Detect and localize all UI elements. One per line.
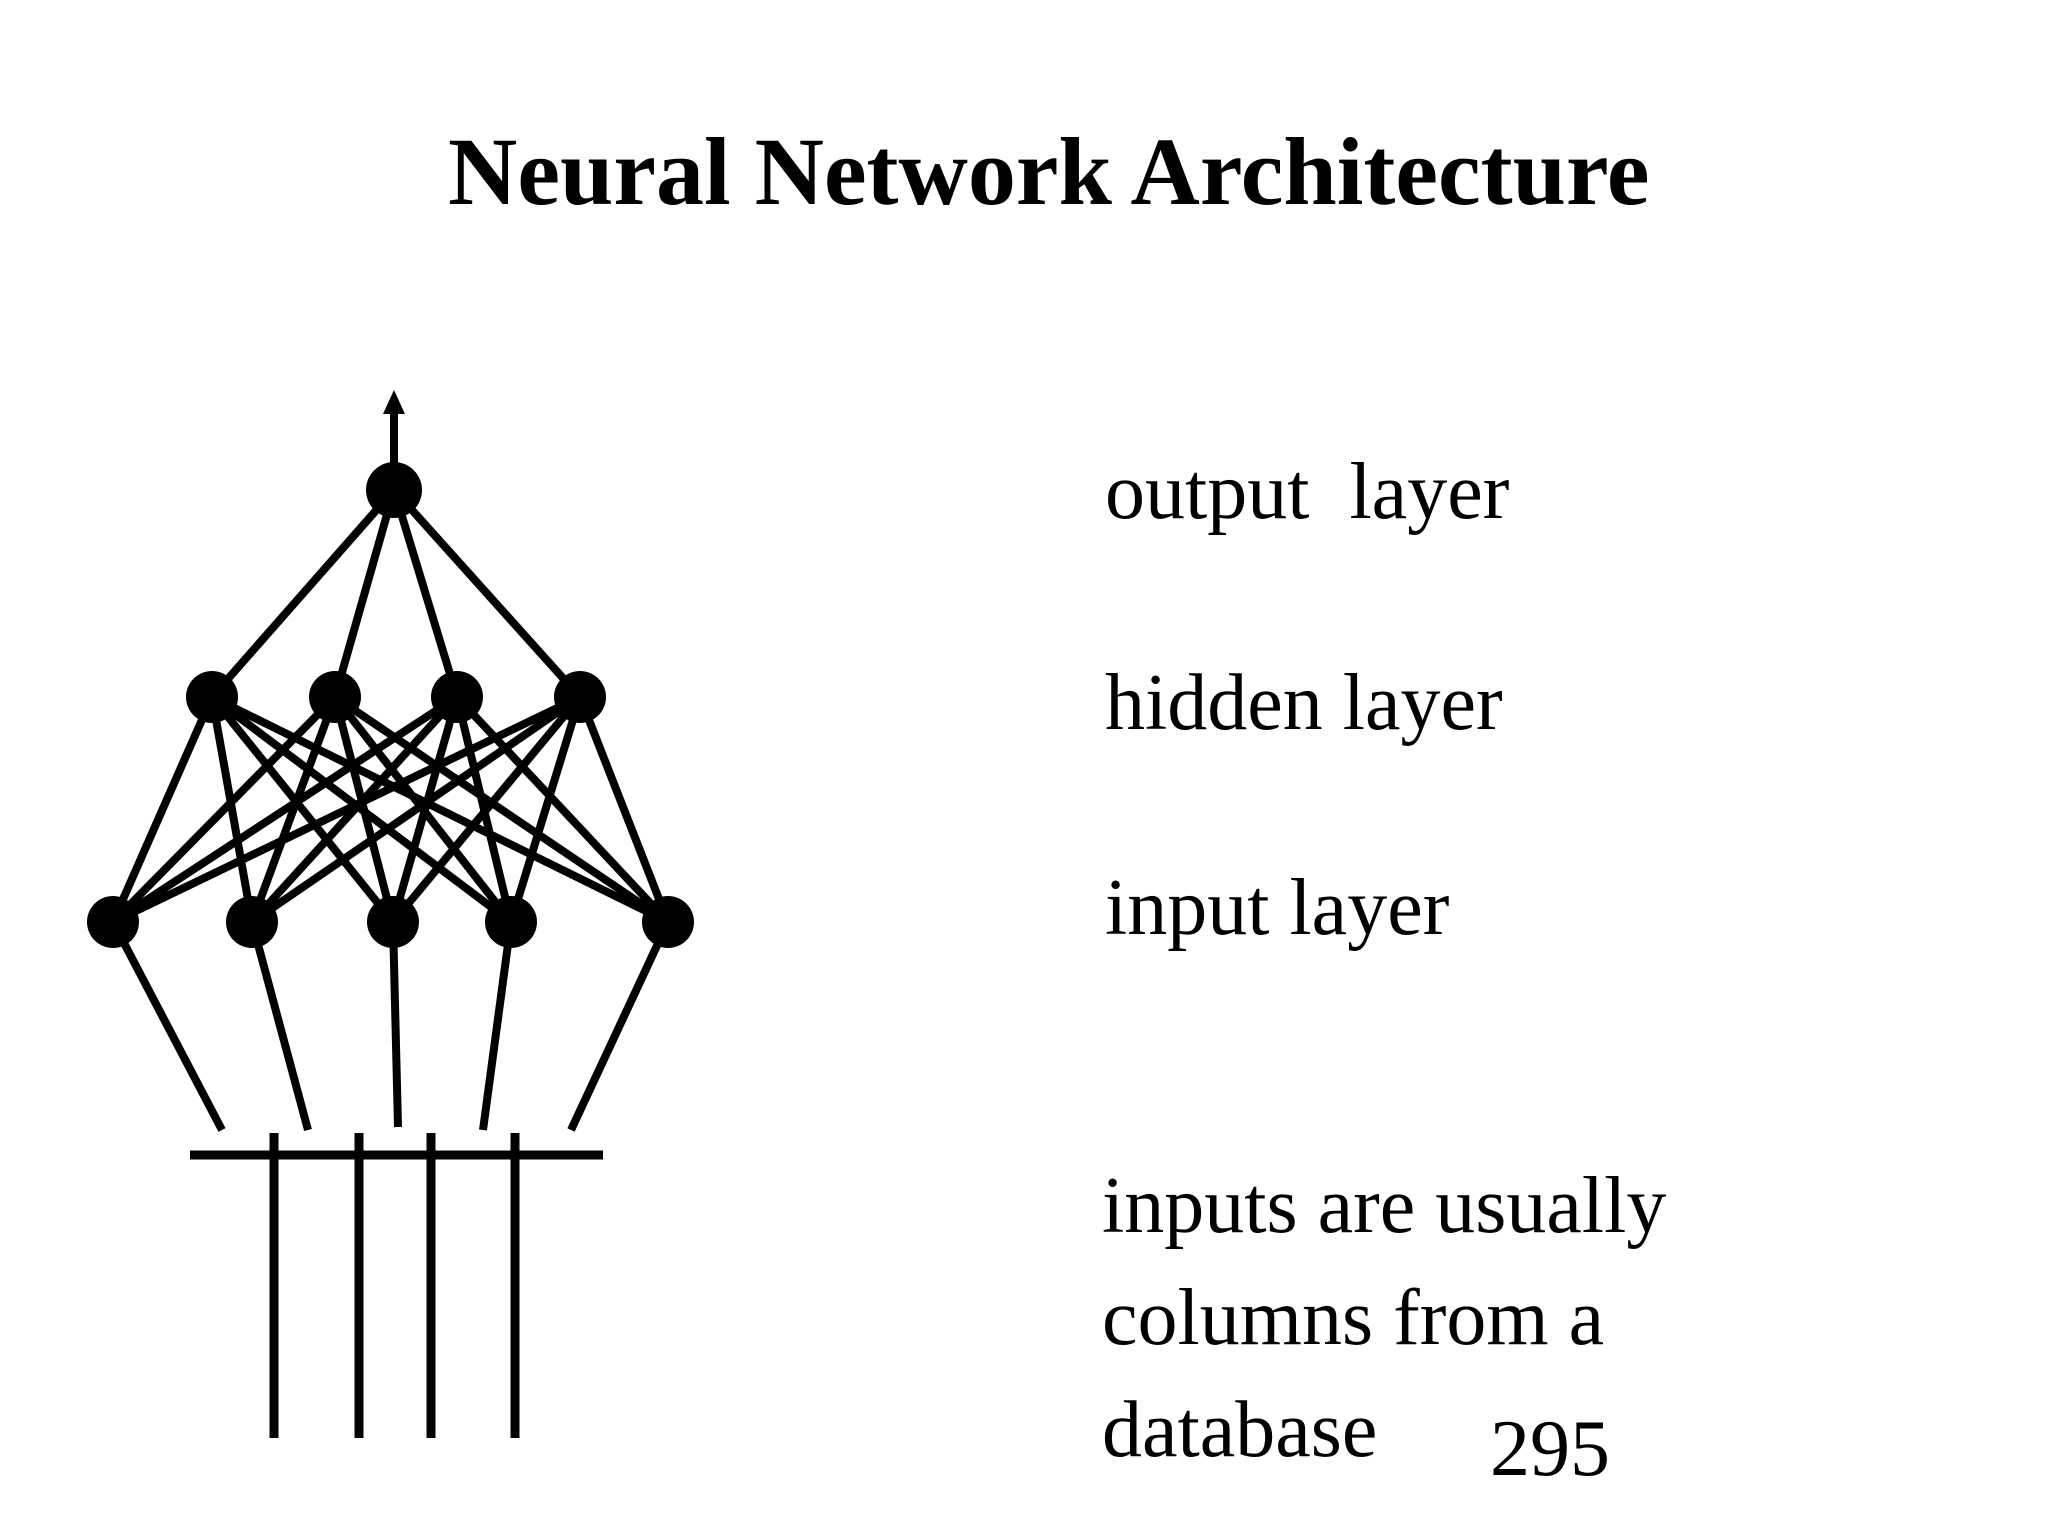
slide-title: Neural Network Architecture (448, 118, 1650, 225)
edge-hidden-input (208, 694, 397, 925)
edge-hidden-input (331, 696, 397, 923)
page-number: 295 (1490, 1405, 1610, 1493)
edge-input-table (567, 920, 672, 1132)
edge-output-hidden (390, 488, 461, 699)
edge-output-hidden (208, 487, 398, 700)
edge-input-table (248, 920, 312, 1132)
label-hidden-layer: hidden layer (1105, 659, 1503, 747)
edge-hidden-input (248, 695, 339, 924)
edge-hidden-input (109, 695, 216, 924)
edge-hidden-input (210, 693, 670, 926)
output-node (366, 462, 422, 518)
arrow-head (383, 390, 405, 414)
edge-hidden-input (249, 693, 583, 926)
hidden-node (431, 671, 483, 723)
input-node (226, 896, 278, 948)
input-node (367, 896, 419, 948)
edge-hidden-input (110, 693, 460, 926)
input-node (485, 896, 537, 948)
edge-input-table (479, 921, 515, 1131)
input-node (87, 896, 139, 948)
edge-hidden-input (389, 695, 461, 924)
label-input-layer: input layer (1105, 864, 1450, 952)
edge-hidden-input (208, 696, 256, 923)
edge-hidden-input (111, 693, 582, 926)
input-node (642, 896, 694, 948)
edge-output-hidden (391, 487, 583, 700)
edge-hidden-input (389, 694, 584, 925)
hidden-node (554, 671, 606, 723)
hidden-node (186, 671, 238, 723)
edge-hidden-input (576, 695, 672, 924)
edge-hidden-input (332, 693, 671, 926)
edge-hidden-input (454, 694, 671, 925)
edge-input-table (389, 921, 402, 1128)
edge-hidden-input (110, 694, 338, 925)
edge-output-hidden (331, 488, 398, 699)
edge-hidden-input (507, 695, 584, 924)
hidden-node (309, 671, 361, 723)
note-inputs-from-database: inputs are usually columns from a databa… (1102, 1162, 1667, 1474)
edge-input-table (109, 920, 226, 1132)
label-output-layer: output layer (1105, 448, 1510, 536)
